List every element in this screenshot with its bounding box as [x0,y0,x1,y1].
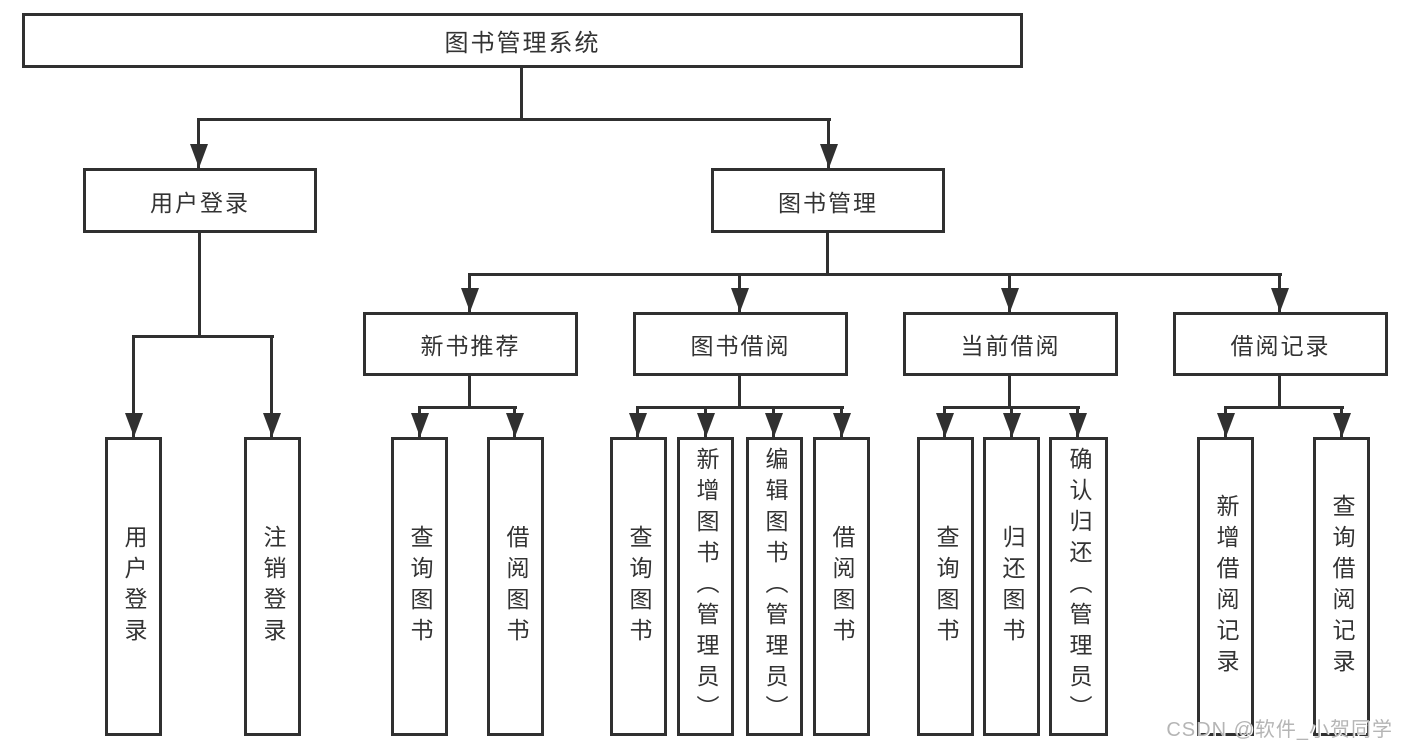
arrow-down-icon [820,144,838,168]
arrow-down-icon [833,413,851,437]
connector-line [1224,406,1344,409]
watermark: CSDN @软件_小贺同学 [1166,719,1393,741]
node-label: 图书管理 [778,189,878,216]
connector-line [197,118,831,121]
connector-line [418,406,517,409]
arrow-down-icon [765,413,783,437]
arrow-down-icon [411,413,429,437]
node-label: 编辑图书（管理员） [762,447,788,726]
arrow-down-icon [461,288,479,312]
arrow-down-icon [506,413,524,437]
node-logout: 注销登录 [244,437,301,736]
connector-line [468,273,1282,276]
arrow-down-icon [936,413,954,437]
node-label: 用户登录 [121,524,147,649]
node-add-books-admin: 新增图书（管理员） [677,437,734,736]
connector-line [132,335,135,437]
node-borrowing-records: 借阅记录 [1173,312,1388,376]
node-label: 借阅图书 [829,524,855,649]
node-user-login: 用户登录 [83,168,317,233]
arrow-down-icon [1069,413,1087,437]
node-label: 确认归还（管理员） [1066,447,1092,726]
connector-line [198,233,201,338]
arrow-down-icon [731,288,749,312]
node-new-book-recommendation: 新书推荐 [363,312,578,376]
node-query-books-current: 查询图书 [917,437,974,736]
arrow-down-icon [1217,413,1235,437]
arrow-down-icon [1001,288,1019,312]
arrow-down-icon [629,413,647,437]
node-label: 查询图书 [626,524,652,649]
node-label: 查询图书 [407,524,433,649]
node-label: 借阅记录 [1230,333,1331,359]
node-user-login-leaf: 用户登录 [105,437,162,736]
connector-line [197,118,200,168]
connector-line [520,68,523,121]
node-label: 图书管理系统 [444,30,601,57]
node-borrow-books-recommend: 借阅图书 [487,437,544,736]
node-add-borrow-record: 新增借阅记录 [1197,437,1254,736]
node-label: 查询借阅记录 [1329,493,1355,680]
node-current-borrowing: 当前借阅 [903,312,1118,376]
arrow-down-icon [125,413,143,437]
connector-line [738,376,741,409]
node-book-management: 图书管理 [711,168,945,233]
node-label: 图书借阅 [690,333,791,359]
arrow-down-icon [263,413,281,437]
connector-line [826,233,829,276]
node-query-borrow-record: 查询借阅记录 [1313,437,1370,736]
node-confirm-return-admin: 确认归还（管理员） [1049,437,1108,736]
node-label: 注销登录 [260,524,286,649]
node-edit-books-admin: 编辑图书（管理员） [746,437,803,736]
connector-line [132,335,274,338]
connector-line [636,406,844,409]
node-label: 新书推荐 [420,333,521,359]
arrow-down-icon [1333,413,1351,437]
connector-line [827,118,830,168]
arrow-down-icon [697,413,715,437]
node-book-borrowing: 图书借阅 [633,312,848,376]
node-label: 新增图书（管理员） [693,447,719,726]
arrow-down-icon [190,144,208,168]
node-query-books-recommend: 查询图书 [391,437,448,736]
node-library-management-system: 图书管理系统 [22,13,1023,68]
node-label: 新增借阅记录 [1213,493,1239,680]
node-label: 查询图书 [933,524,959,649]
arrow-down-icon [1271,288,1289,312]
node-label: 当前借阅 [960,333,1061,359]
node-label: 借阅图书 [503,524,529,649]
node-query-books-borrowing: 查询图书 [610,437,667,736]
connector-line [1008,376,1011,409]
connector-line [468,376,471,409]
node-borrow-books: 借阅图书 [813,437,870,736]
node-label: 归还图书 [999,524,1025,649]
node-return-books: 归还图书 [983,437,1040,736]
arrow-down-icon [1003,413,1021,437]
connector-line [1278,376,1281,409]
node-label: 用户登录 [150,189,250,216]
connector-line [270,335,273,437]
